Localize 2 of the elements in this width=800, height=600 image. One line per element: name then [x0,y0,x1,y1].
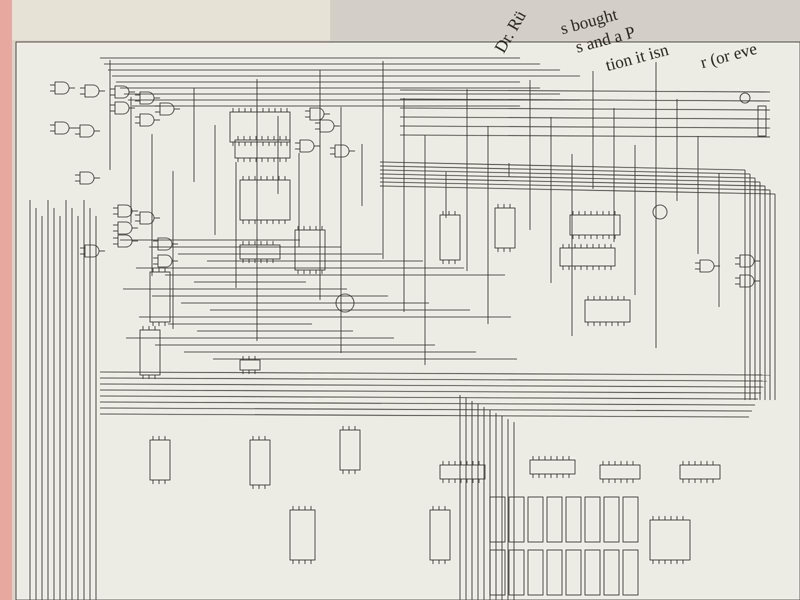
page-text-fragment: r (or eve [698,38,760,74]
page-text-fragment: Dr. Rü [490,7,531,57]
